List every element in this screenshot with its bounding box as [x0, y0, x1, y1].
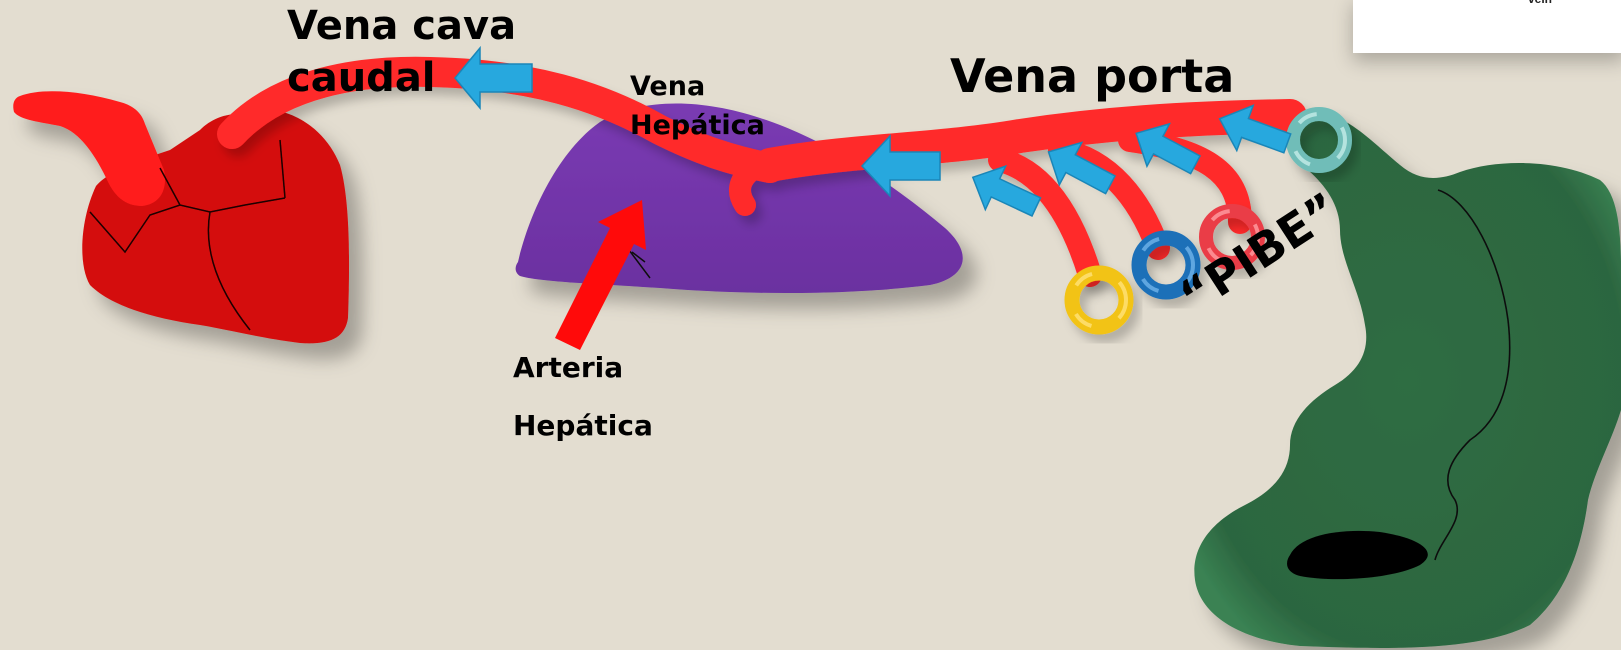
vena-porta-label: Vena porta [950, 53, 1234, 99]
heart-atrium [13, 91, 165, 206]
flow-arrow-cava [455, 48, 532, 108]
vena-hepatica-label-line1: Vena [630, 73, 705, 100]
vena-hepatica-label-line2: Hepática [630, 112, 765, 139]
vena-cava-label-line2: caudal [287, 58, 436, 98]
intestine [1194, 112, 1621, 648]
corner-card: vein [1353, 0, 1621, 53]
arteria-hepatica-label-line1: Arteria [513, 354, 623, 382]
corner-card-text: vein [1528, 0, 1552, 6]
heart [13, 91, 349, 343]
vena-cava-label-line1: Vena cava [287, 6, 516, 46]
arteria-hepatica-label-line2: Hepática [513, 412, 653, 440]
